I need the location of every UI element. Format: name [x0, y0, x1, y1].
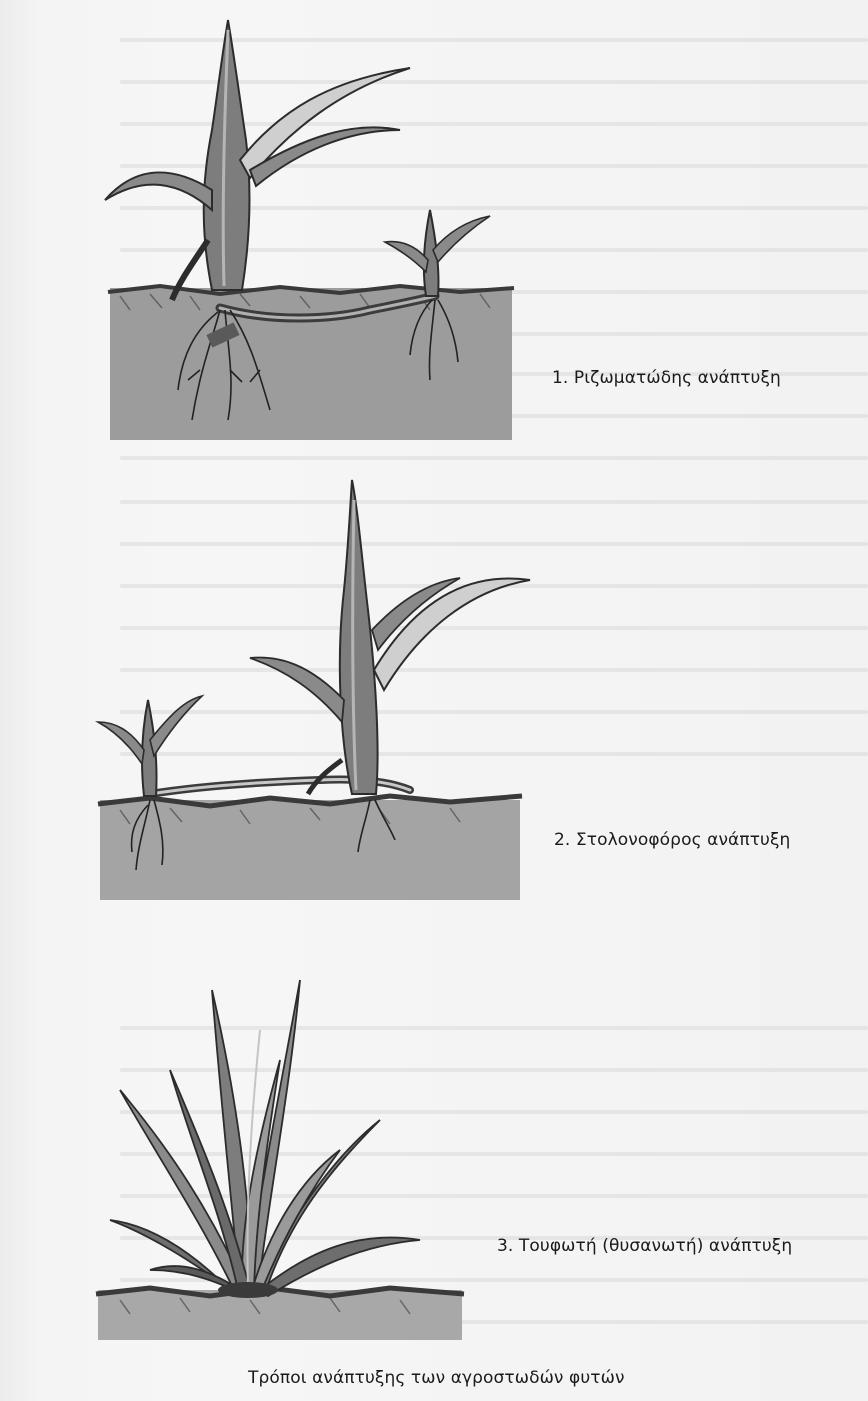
leaf	[98, 722, 144, 764]
stolon-illustration	[90, 460, 540, 910]
leaf	[433, 216, 490, 262]
leaf	[374, 578, 530, 690]
tuft-illustration	[90, 970, 470, 1350]
figure-title: Τρόποι ανάπτυξης των αγροστωδών φυτών	[248, 1368, 625, 1388]
soil-block	[110, 288, 512, 440]
leaf	[250, 657, 344, 722]
panel-caption-1: 1. Ριζωματώδης ανάπτυξη	[552, 368, 781, 388]
leaf	[385, 242, 428, 272]
soil-block	[98, 1290, 462, 1340]
leaf	[105, 173, 212, 211]
rhizome-illustration	[100, 10, 530, 450]
leaf	[150, 696, 202, 756]
tuft-base	[218, 1282, 278, 1298]
main-shoot	[340, 480, 378, 794]
panel-caption-2: 2. Στολονοφόρος ανάπτυξη	[554, 830, 790, 850]
panel-caption-3: 3. Τουφωτή (θυσανωτή) ανάπτυξη	[497, 1236, 792, 1256]
